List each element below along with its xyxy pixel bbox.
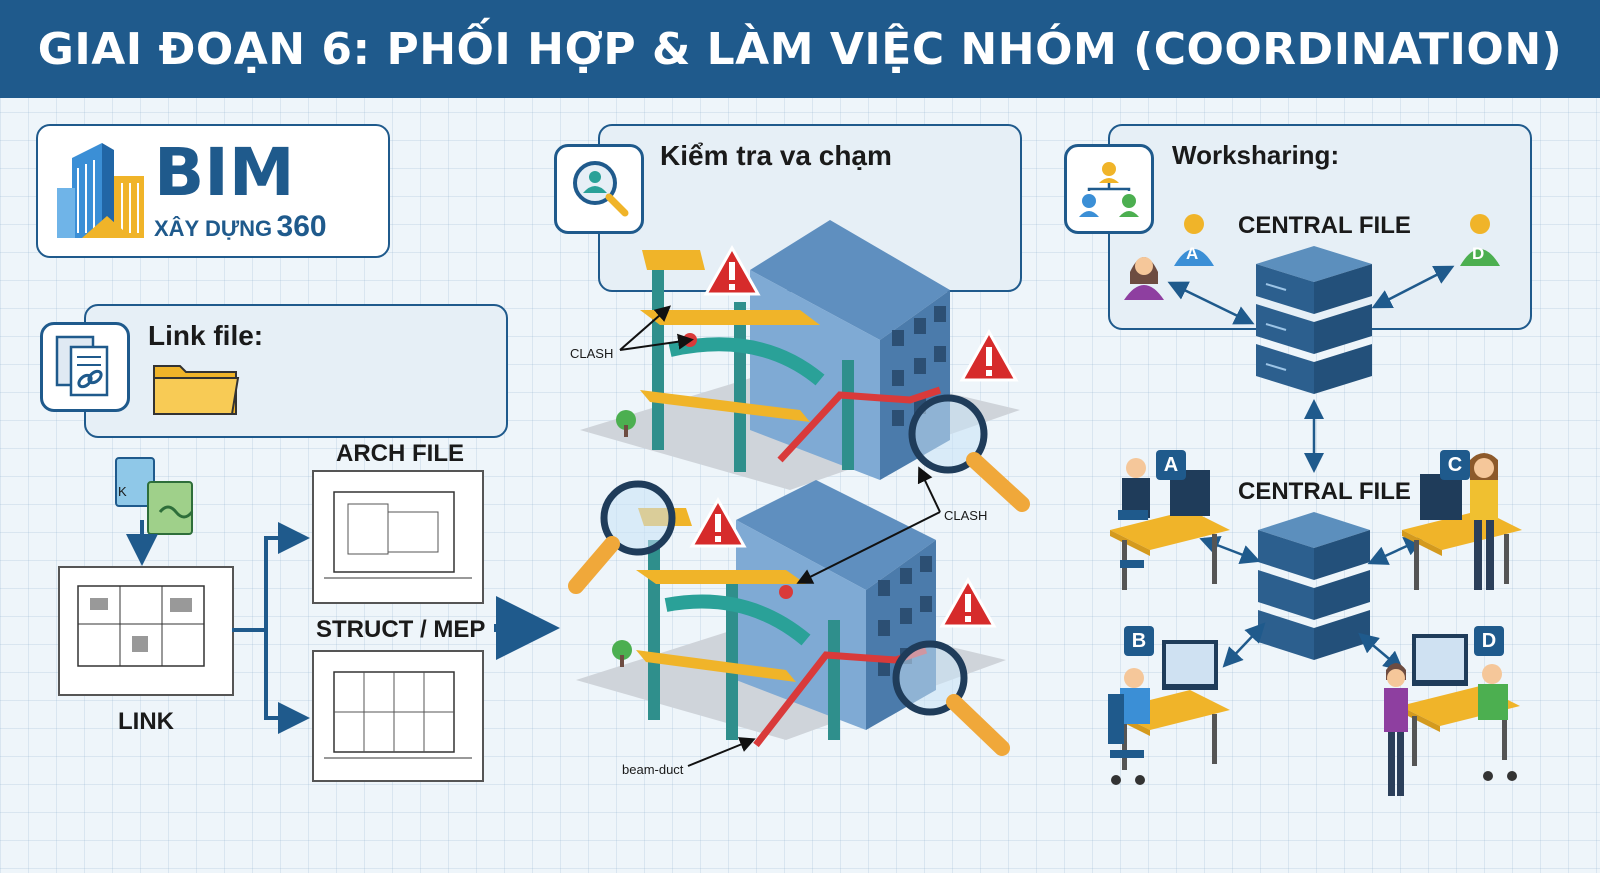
user-avatar-icon — [1460, 214, 1500, 266]
logo-tagline-number: 360 — [276, 210, 327, 243]
struct-mep-drawing — [312, 650, 484, 782]
link-label: LINK — [118, 708, 174, 735]
workstation-a — [1110, 458, 1230, 590]
magnifier-icon — [568, 480, 676, 594]
warning-icon — [959, 328, 1019, 382]
user-badge-a: A — [1186, 244, 1199, 263]
beam-duct-label: beam-duct — [622, 762, 684, 777]
desk-badge-a-text: A — [1163, 453, 1179, 476]
desk-badge-c: C — [1440, 450, 1470, 480]
desk-badge-b-text: B — [1131, 629, 1147, 652]
magnifier-icon — [892, 640, 1010, 756]
workstation-c — [1402, 453, 1522, 590]
desk-badge-b: B — [1124, 626, 1154, 656]
folder-icon — [153, 365, 240, 415]
page-title: GIAI ĐOẠN 6: PHỐI HỢP & LÀM VIỆC NHÓM (C… — [0, 0, 1600, 98]
central-server-icon — [1256, 246, 1372, 394]
clash-label: CLASH — [944, 508, 988, 523]
user-badge-d: D — [1472, 244, 1485, 263]
desk-badge-d: D — [1474, 626, 1504, 656]
logo-tagline: XÂY DỰNG 360 — [154, 210, 327, 244]
struct-mep-label: STRUCT / MEP — [316, 616, 486, 643]
user-search-icon — [573, 161, 629, 217]
building-model-top — [580, 220, 1020, 490]
arch-file-drawing — [312, 470, 484, 604]
warning-icon — [703, 244, 761, 296]
warning-icon — [689, 496, 747, 548]
building-model-bottom — [576, 480, 1006, 748]
desk-badge-a: A — [1156, 450, 1186, 480]
central-server-icon — [1258, 512, 1370, 660]
worksharing-title: Worksharing: — [1172, 140, 1340, 170]
user-avatar-icon — [1174, 214, 1214, 266]
link-file-iconbox — [40, 322, 130, 412]
link-drawing — [58, 566, 234, 696]
central-file-label: CENTRAL FILE — [1238, 212, 1411, 239]
user-avatar-icon — [1124, 257, 1164, 300]
link-file-title: Link file: — [148, 320, 264, 351]
warning-icon — [939, 576, 997, 628]
clash-label: CLASH — [570, 346, 614, 361]
workstation-b — [1108, 640, 1230, 785]
desk-badge-d-text: D — [1481, 629, 1497, 652]
desk-badge-c-text: C — [1447, 453, 1463, 476]
clash-check-iconbox — [554, 144, 644, 234]
arch-plan-graphic — [324, 491, 472, 579]
building-logo-icon — [57, 143, 144, 238]
workstation-d — [1384, 634, 1520, 796]
linked-file-glyph: K — [118, 484, 127, 499]
central-file-label: CENTRAL FILE — [1238, 478, 1411, 505]
clash-check-title: Kiểm tra va chạm — [660, 140, 892, 171]
logo-card: BIM XÂY DỰNG 360 — [36, 124, 390, 258]
worksharing-iconbox — [1064, 144, 1154, 234]
document-link-icon — [55, 335, 109, 397]
magnifier-icon — [908, 394, 1030, 512]
arch-file-label: ARCH FILE — [336, 440, 464, 467]
logo-tagline-prefix: XÂY DỰNG — [154, 216, 273, 241]
logo-brand: BIM — [154, 134, 295, 211]
floorplan-graphic — [77, 585, 205, 667]
struct-plan-graphic — [324, 671, 472, 759]
linked-files-icon — [115, 457, 194, 535]
team-network-icon — [1079, 162, 1139, 217]
